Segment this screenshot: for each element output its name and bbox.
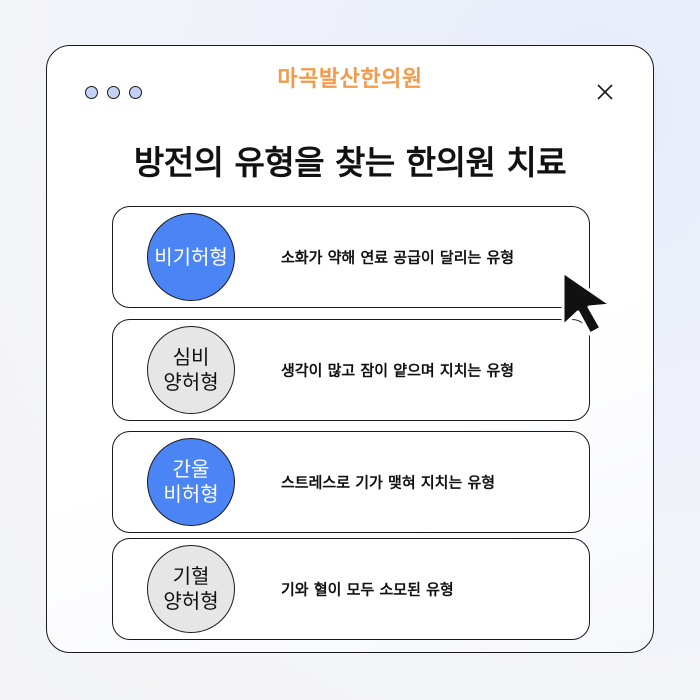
type-row-1[interactable]: 비기허형 소화가 약해 연료 공급이 달리는 유형 [112, 206, 590, 308]
type-description: 기와 혈이 모두 소모된 유형 [281, 580, 454, 599]
type-description: 소화가 약해 연료 공급이 달리는 유형 [281, 248, 515, 267]
window-dot-icon[interactable] [107, 86, 120, 99]
type-description: 스트레스로 기가 맺혀 지치는 유형 [281, 473, 496, 492]
type-badge: 간울 비허형 [147, 438, 235, 526]
mouse-pointer-icon [561, 270, 613, 336]
type-row-4[interactable]: 기혈 양허형 기와 혈이 모두 소모된 유형 [112, 538, 590, 640]
type-description: 생각이 많고 잠이 얕으며 지치는 유형 [281, 361, 515, 380]
type-badge: 기혈 양허형 [147, 545, 235, 633]
type-row-2[interactable]: 심비 양허형 생각이 많고 잠이 얕으며 지치는 유형 [112, 319, 590, 421]
clinic-brand: 마곡발산한의원 [277, 67, 423, 92]
type-row-3[interactable]: 간울 비허형 스트레스로 기가 맺혀 지치는 유형 [112, 431, 590, 533]
window-dot-icon[interactable] [85, 86, 98, 99]
window-dot-icon[interactable] [129, 86, 142, 99]
type-badge: 심비 양허형 [147, 326, 235, 414]
close-icon[interactable] [595, 82, 615, 102]
window-controls [85, 86, 142, 99]
window-card: 마곡발산한의원 방전의 유형을 찾는 한의원 치료 비기허형 소화가 약해 연료… [46, 45, 654, 653]
page-title: 방전의 유형을 찾는 한의원 치료 [133, 143, 567, 182]
type-badge: 비기허형 [147, 213, 235, 301]
